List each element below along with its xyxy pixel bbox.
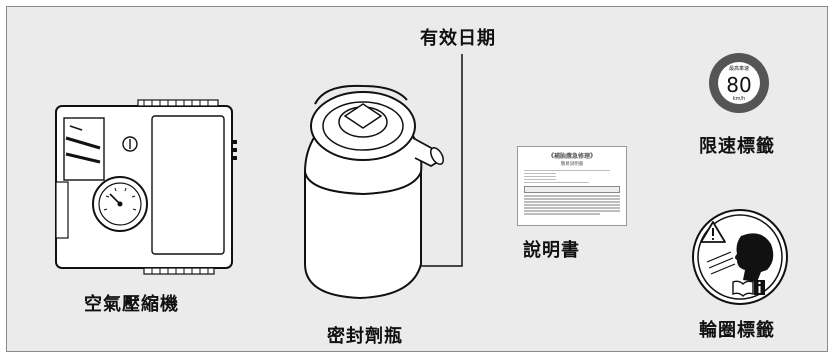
manual-title: 《補胎應急修理》	[547, 153, 596, 160]
air-compressor-label: 空氣壓縮機	[84, 294, 179, 315]
manual-subtitle: 簡易說明書	[560, 162, 584, 167]
instruction-manual-image: 《補胎應急修理》 簡易說明書	[517, 146, 627, 226]
expiry-date-label: 有效日期	[420, 28, 496, 49]
sealant-bottle-label: 密封劑瓶	[327, 326, 403, 347]
speed-sign-top-text: 最高車速	[729, 65, 749, 72]
air-compressor-illustration	[55, 99, 237, 275]
speed-sign-unit: km/h	[733, 96, 746, 102]
speed-limit-label: 限速標籤	[699, 136, 775, 157]
speed-sign-value: 80	[726, 73, 751, 97]
instruction-manual-label: 說明書	[523, 240, 580, 261]
speed-limit-sign: 最高車速 80 km/h	[709, 53, 769, 113]
wheel-warning-sign	[692, 209, 788, 305]
sealant-bottle-illustration	[303, 84, 444, 300]
wheel-label: 輪圈標籤	[699, 320, 775, 341]
